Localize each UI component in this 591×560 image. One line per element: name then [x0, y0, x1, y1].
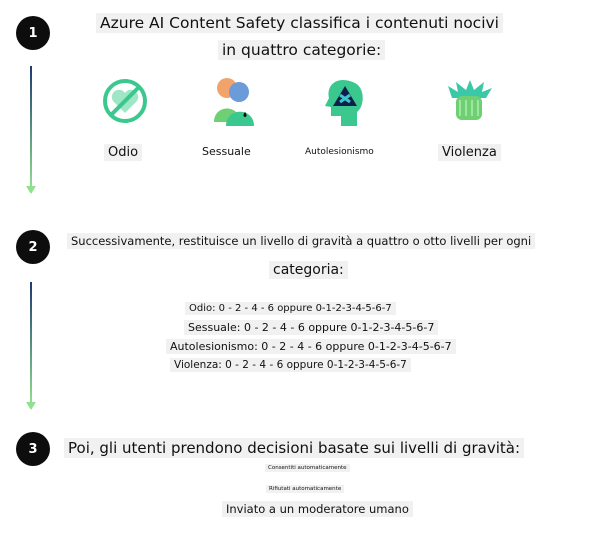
- category-label-sexual: Sessuale: [202, 145, 251, 158]
- self-harm-icon: [325, 80, 363, 126]
- severity-self-harm: Autolesionismo: 0 - 2 - 4 - 6 oppure 0-1…: [166, 339, 456, 354]
- category-self-harm: [323, 76, 373, 132]
- step-3-badge: 3: [16, 432, 50, 466]
- step-2-title-line2: categoria:: [269, 261, 348, 279]
- step-3-title: Poi, gli utenti prendono decisioni basat…: [64, 438, 525, 458]
- step-2-title-line1: Successivamente, restituisce un livello …: [67, 233, 536, 249]
- severity-sexual: Sessuale: 0 - 2 - 4 - 6 oppure 0-1-2-3-4…: [184, 320, 439, 335]
- step-3-number: 3: [28, 441, 38, 457]
- step-2-badge: 2: [16, 230, 50, 264]
- category-label-self-harm: Autolesionismo: [305, 147, 374, 157]
- step-2-number: 2: [28, 239, 38, 255]
- step-1-badge: 1: [16, 16, 50, 50]
- step-1-title-line1: Azure AI Content Safety classifica i con…: [96, 13, 503, 33]
- step-1-number: 1: [28, 25, 38, 41]
- severity-hate: Odio: 0 - 2 - 4 - 6 oppure 0-1-2-3-4-5-6…: [185, 302, 396, 315]
- decision-auto-rejected: Rifiutati automaticamente: [266, 485, 345, 493]
- category-label-violence: Violenza: [438, 144, 501, 161]
- connector-2: [30, 282, 32, 404]
- violence-icon: [448, 80, 492, 120]
- step-1-title-line2: in quattro categorie:: [218, 40, 386, 60]
- sexual-icon: [214, 78, 254, 126]
- decision-human-moderator: Inviato a un moderatore umano: [222, 501, 413, 517]
- category-sexual: [210, 74, 260, 132]
- category-hate: [100, 76, 152, 130]
- connector-1-arrowhead: [26, 186, 36, 194]
- category-label-hate: Odio: [104, 144, 143, 161]
- connector-1: [30, 66, 32, 188]
- severity-violence: Violenza: 0 - 2 - 4 - 6 oppure 0-1-2-3-4…: [170, 358, 411, 372]
- category-violence: [444, 78, 496, 130]
- decision-auto-allowed: Consentiti automaticamente: [265, 464, 350, 472]
- connector-2-arrowhead: [26, 402, 36, 410]
- hate-icon: [103, 79, 147, 123]
